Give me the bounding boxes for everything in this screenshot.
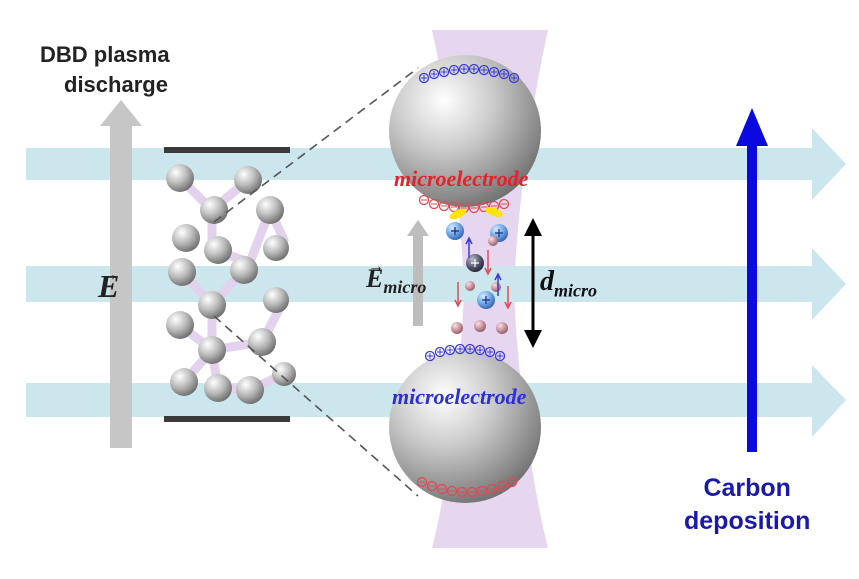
charge-signs	[419, 66, 517, 493]
plasma-label-line2: discharge	[64, 72, 168, 97]
carbon-label-line2: deposition	[684, 507, 811, 535]
electric-field-label: → E	[98, 264, 120, 305]
radical	[491, 282, 501, 292]
gap-distance-symbol: d	[540, 266, 554, 297]
pellet	[198, 291, 226, 319]
vector-arrow-accent: →	[101, 264, 119, 284]
bottom-electrode-plate	[164, 416, 290, 422]
surface-positive-charges-top	[418, 63, 520, 84]
pellet	[172, 224, 200, 252]
plasma-label-line1: DBD plasma	[40, 42, 170, 67]
carbon-deposit	[485, 207, 503, 217]
radical	[465, 281, 475, 291]
microelectrode-sphere-bottom	[389, 351, 541, 503]
pellet	[166, 164, 194, 192]
micro-field-label: → Emicro	[366, 258, 427, 298]
micro-field-arrow	[407, 220, 429, 326]
applied-field-arrow	[100, 100, 142, 448]
zoom-lines	[213, 67, 419, 497]
radical	[496, 322, 508, 334]
zoom-line-bottom	[213, 315, 419, 497]
pellet	[168, 258, 196, 286]
zoom-line-top	[213, 67, 419, 223]
pellet	[204, 374, 232, 402]
pellet	[263, 287, 289, 313]
pellet	[166, 311, 194, 339]
pellet	[204, 236, 232, 264]
microelectrode-bottom-label: microelectrode	[392, 384, 527, 409]
gap-distance-arrow	[524, 218, 542, 348]
carbon-label-line1: Carbon	[703, 474, 791, 502]
carbon-deposits	[449, 207, 503, 220]
packed-bed	[164, 147, 296, 422]
pellet	[200, 196, 228, 224]
carbon-deposition-label: Carbon deposition	[684, 472, 810, 538]
plasma-discharge-label: DBD plasma discharge	[40, 40, 170, 100]
radical	[488, 236, 498, 246]
gap-distance-label: dmicro	[540, 266, 597, 302]
packing-pellets	[166, 164, 296, 404]
carbon-deposit	[449, 208, 467, 220]
pellet	[170, 368, 198, 396]
microelectrode-sphere-top	[389, 55, 541, 207]
microelectrode-top-label: microelectrode	[394, 166, 529, 191]
radical	[451, 322, 463, 334]
particle-charge-signs	[451, 227, 503, 304]
carbon-deposition-arrow	[736, 108, 768, 452]
particle-motion-arrows	[454, 236, 512, 310]
pellet	[263, 235, 289, 261]
pellet	[198, 336, 226, 364]
pellet	[248, 328, 276, 356]
surface-positive-charges-bottom	[424, 343, 506, 362]
micro-field-symbol: E	[366, 264, 384, 293]
gas-flow-arrow-middle	[26, 248, 846, 320]
surface-negative-charges-top	[418, 194, 510, 214]
electric-field-symbol: E	[98, 268, 120, 304]
top-electrode-plate	[164, 147, 290, 153]
gap-distance-subscript: micro	[554, 280, 597, 301]
pellet	[234, 166, 262, 194]
pellet	[256, 196, 284, 224]
pellet	[230, 256, 258, 284]
vector-arrow-accent: →	[368, 258, 384, 275]
surface-negative-charges-bottom	[416, 476, 518, 498]
micro-field-subscript: micro	[383, 277, 427, 298]
radical	[474, 320, 486, 332]
pellet	[236, 376, 264, 404]
pellet	[272, 362, 296, 386]
